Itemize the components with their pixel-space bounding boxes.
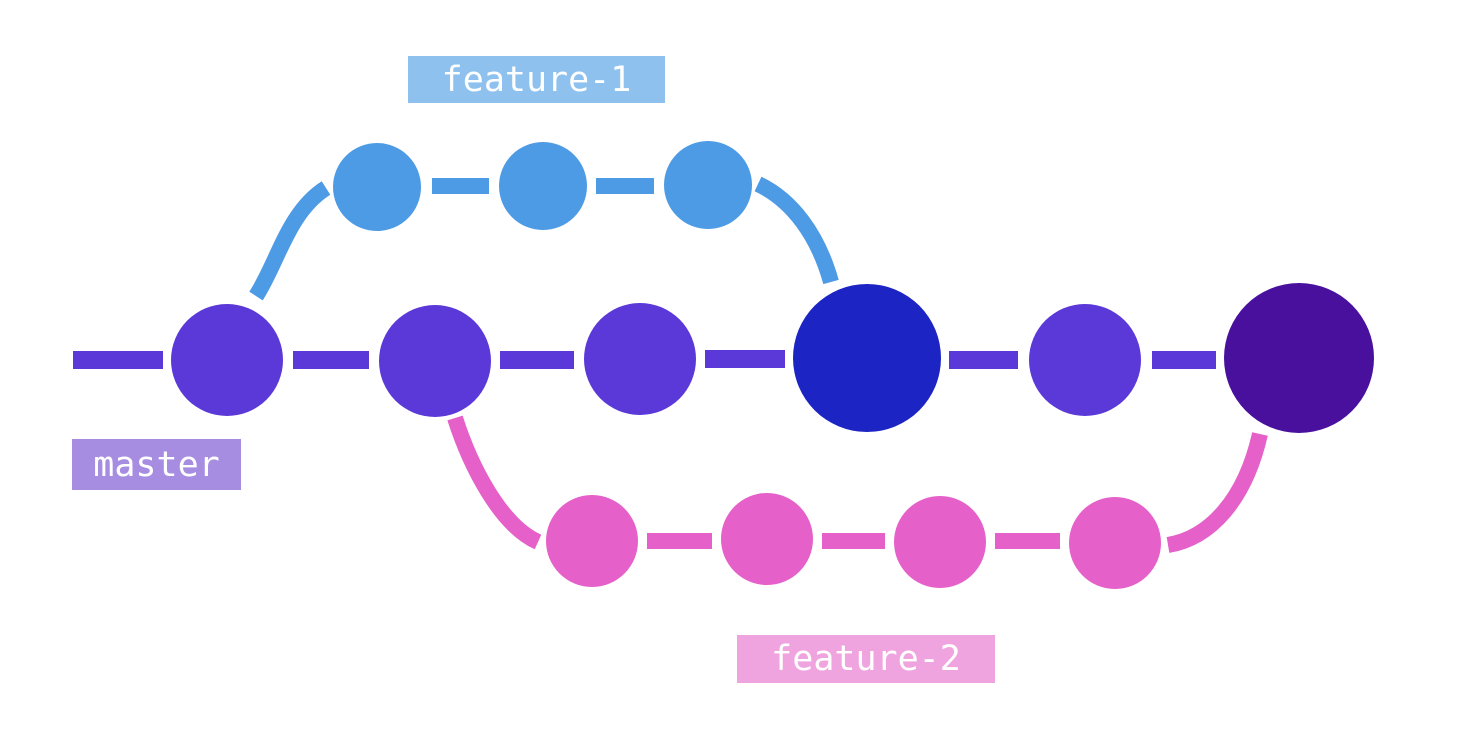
feature2-branch-out-curve [447, 415, 542, 550]
feature1-branch-out-curve [249, 181, 331, 301]
master-commit-1 [171, 304, 283, 416]
feature1-commit-1 [333, 143, 421, 231]
feature2-merge-in-curve [1166, 432, 1268, 553]
branch-label-feature-1: feature-1 [408, 56, 665, 103]
master-commit-3 [584, 303, 696, 415]
feature2-commit-4 [1069, 497, 1161, 589]
feature2-commit-3 [894, 496, 986, 588]
feature2-commit-1 [546, 495, 638, 587]
master-commit-2 [379, 305, 491, 417]
branch-label-feature-2: feature-2 [737, 635, 995, 683]
merge-commit-feature-1 [793, 284, 941, 432]
feature1-merge-in-curve [754, 176, 839, 285]
master-commit-5 [1029, 304, 1141, 416]
branch-label-master: master [72, 439, 241, 490]
feature2-commit-2 [721, 493, 813, 585]
feature1-commit-3 [664, 141, 752, 229]
merge-commit-feature-2 [1224, 283, 1374, 433]
feature1-commit-2 [499, 142, 587, 230]
